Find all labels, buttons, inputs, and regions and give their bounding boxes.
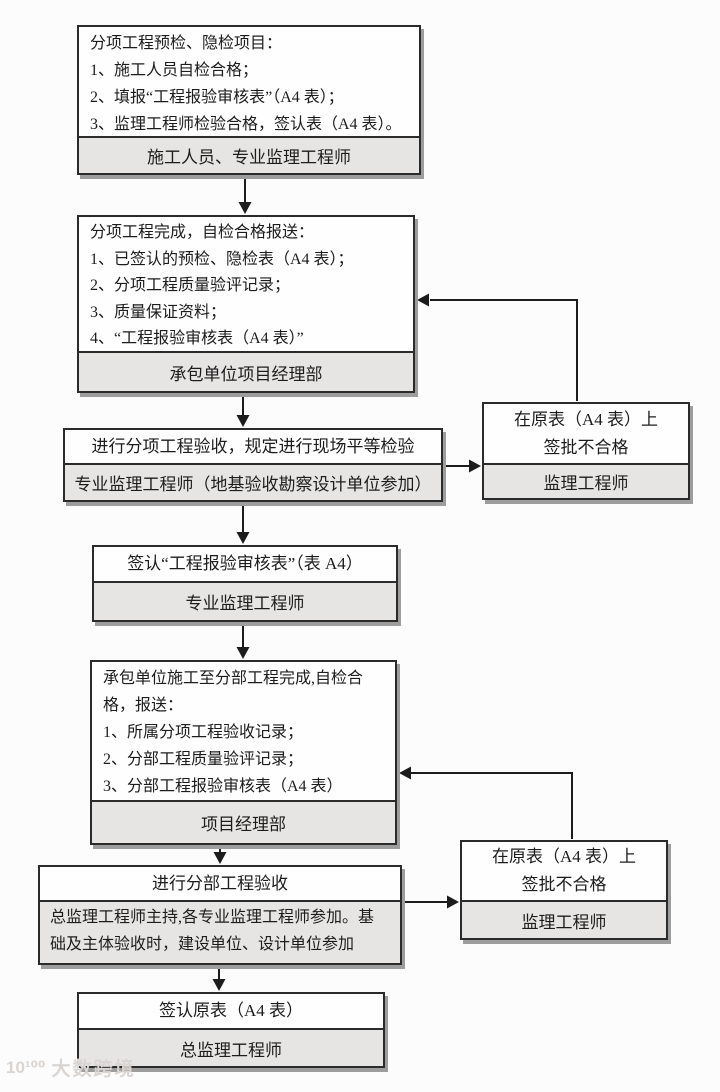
step-preinspection-body: 分项工程预检、隐检项目： 1、施工人员自检合格； 2、填报“工程报验审核表”（A… — [79, 27, 419, 136]
text-line: 分项工程预检、隐检项目： — [90, 35, 283, 52]
footer-text: 监理工程师 — [521, 912, 607, 932]
footer-text: 专业监理工程师 — [185, 594, 305, 613]
responsible-party-label: 总监理工程师主持,各专业监理工程师参加。基 础及主体验收时，建设单位、设计单位参… — [40, 900, 400, 963]
step-title: 进行分部工程验收 — [152, 873, 288, 893]
text-line: 在原表（A4 表）上 — [491, 847, 637, 866]
arrowhead-down-3 — [236, 532, 250, 544]
arrowhead-down-6 — [212, 979, 226, 991]
responsible-party-label: 专业监理工程师（地基验收勘察设计单位参加） — [65, 463, 441, 500]
arrowhead-right-1 — [469, 459, 481, 473]
watermark: 10¹⁰⁰ 大数跨境 — [6, 1054, 135, 1081]
step-sign-original-form-body: 签认原表（A4 表） — [79, 994, 383, 1028]
text-line: 承包单位施工至分部工程完成,自检合 — [103, 670, 364, 687]
step-subdivision-completion-body: 承包单位施工至分部工程完成,自检合 格，报送： 1、所属分项工程验收记录； 2、… — [92, 662, 395, 800]
text-line: 1、所属分项工程验收记录； — [103, 724, 304, 741]
text-line: 2、分项工程质量验评记录； — [90, 277, 291, 294]
arrowhead-left-2 — [399, 766, 411, 780]
text-line: 2、分部工程质量验评记录； — [103, 751, 304, 768]
responsible-party-label: 总监理工程师 — [79, 1028, 383, 1066]
step-subitem-completion-report: 分项工程完成，自检合格报送： 1、已签认的预检、隐检表（A4 表）； 2、分项工… — [77, 215, 415, 393]
step-title: 签认原表（A4 表） — [158, 1001, 304, 1020]
text-line: 3、质量保证资料； — [90, 303, 227, 321]
step-reject-sign-2-body: 在原表（A4 表）上 签批不合格 — [462, 842, 666, 900]
step-preinspection-items: 分项工程预检、隐检项目： 1、施工人员自检合格； 2、填报“工程报验审核表”（A… — [77, 25, 421, 175]
footer-text: 监理工程师 — [543, 474, 629, 493]
text-line: 4、“工程报验审核表（A4 表）” — [90, 330, 304, 347]
arrowhead-down-5 — [213, 852, 227, 864]
step-sign-review-form: 签认“工程报验审核表”（表 A4） 专业监理工程师 — [92, 545, 398, 622]
arrowhead-left-1 — [417, 293, 429, 307]
text-line: 1、已签认的预检、隐检表（A4 表）； — [90, 250, 354, 268]
step-subitem-completion-body: 分项工程完成，自检合格报送： 1、已签认的预检、隐检表（A4 表）； 2、分项工… — [79, 217, 413, 351]
responsible-party-label: 监理工程师 — [484, 463, 688, 498]
step-subitem-acceptance-body: 进行分项工程验收，规定进行现场平等检验 — [65, 430, 441, 463]
footer-text-line: 总监理工程师主持,各专业监理工程师参加。基 — [50, 909, 375, 926]
step-subitem-acceptance: 进行分项工程验收，规定进行现场平等检验 专业监理工程师（地基验收勘察设计单位参加… — [63, 428, 443, 502]
responsible-party-label: 监理工程师 — [462, 900, 666, 938]
text-line: 在原表（A4 表）上 — [513, 409, 659, 429]
feedback-r2-b5 — [411, 772, 573, 839]
text-line: 3、分部工程报验审核表（A4 表） — [103, 778, 343, 795]
text-line: 2、填报“工程报验审核表”（A4 表）； — [90, 89, 344, 106]
text-line: 1、施工人员自检合格； — [90, 62, 259, 79]
footer-text: 承包单位项目经理部 — [169, 364, 323, 384]
step-subdivision-acceptance: 进行分部工程验收 总监理工程师主持,各专业监理工程师参加。基 础及主体验收时，建… — [38, 865, 402, 965]
arrowhead-right-2 — [447, 895, 459, 909]
arrowhead-down-2 — [236, 415, 250, 427]
watermark-logo-icon: 10¹⁰⁰ — [6, 1057, 46, 1077]
responsible-party-label: 项目经理部 — [92, 800, 395, 843]
footer-text: 专业监理工程师（地基验收勘察设计单位参加） — [74, 475, 432, 494]
step-title: 签认“工程报验审核表”（表 A4） — [127, 554, 363, 573]
text-line: 签批不合格 — [521, 875, 607, 894]
step-subdivision-acceptance-body: 进行分部工程验收 — [40, 867, 400, 900]
step-sign-original-form: 签认原表（A4 表） 总监理工程师 — [77, 992, 385, 1068]
step-reject-sign-1: 在原表（A4 表）上 签批不合格 监理工程师 — [482, 402, 690, 500]
responsible-party-label: 施工人员、专业监理工程师 — [79, 136, 419, 173]
arrowhead-down-4 — [236, 647, 250, 659]
responsible-party-label: 承包单位项目经理部 — [79, 351, 413, 391]
footer-text: 总监理工程师 — [180, 1040, 282, 1060]
step-title: 进行分项工程验收，规定进行现场平等检验 — [91, 436, 415, 456]
text-line: 分项工程完成，自检合格报送： — [90, 224, 315, 241]
footer-text-line: 础及主体验收时，建设单位、设计单位参加 — [50, 936, 355, 953]
arrowhead-down-1 — [238, 202, 252, 214]
step-subdivision-completion-report: 承包单位施工至分部工程完成,自检合 格，报送： 1、所属分项工程验收记录； 2、… — [90, 660, 397, 845]
watermark-text: 大数跨境 — [51, 1059, 136, 1080]
text-line: 3、监理工程师检验合格，签认表（A4 表）。 — [90, 116, 402, 133]
responsible-party-label: 专业监理工程师 — [94, 581, 396, 620]
step-sign-review-form-body: 签认“工程报验审核表”（表 A4） — [94, 547, 396, 581]
step-reject-sign-1-body: 在原表（A4 表）上 签批不合格 — [484, 404, 688, 463]
footer-text: 施工人员、专业监理工程师 — [147, 148, 351, 167]
feedback-r1-b2 — [430, 299, 578, 401]
text-line: 格，报送： — [103, 697, 184, 714]
step-reject-sign-2: 在原表（A4 表）上 签批不合格 监理工程师 — [460, 840, 668, 940]
footer-text: 项目经理部 — [201, 815, 286, 834]
text-line: 签批不合格 — [543, 437, 629, 457]
